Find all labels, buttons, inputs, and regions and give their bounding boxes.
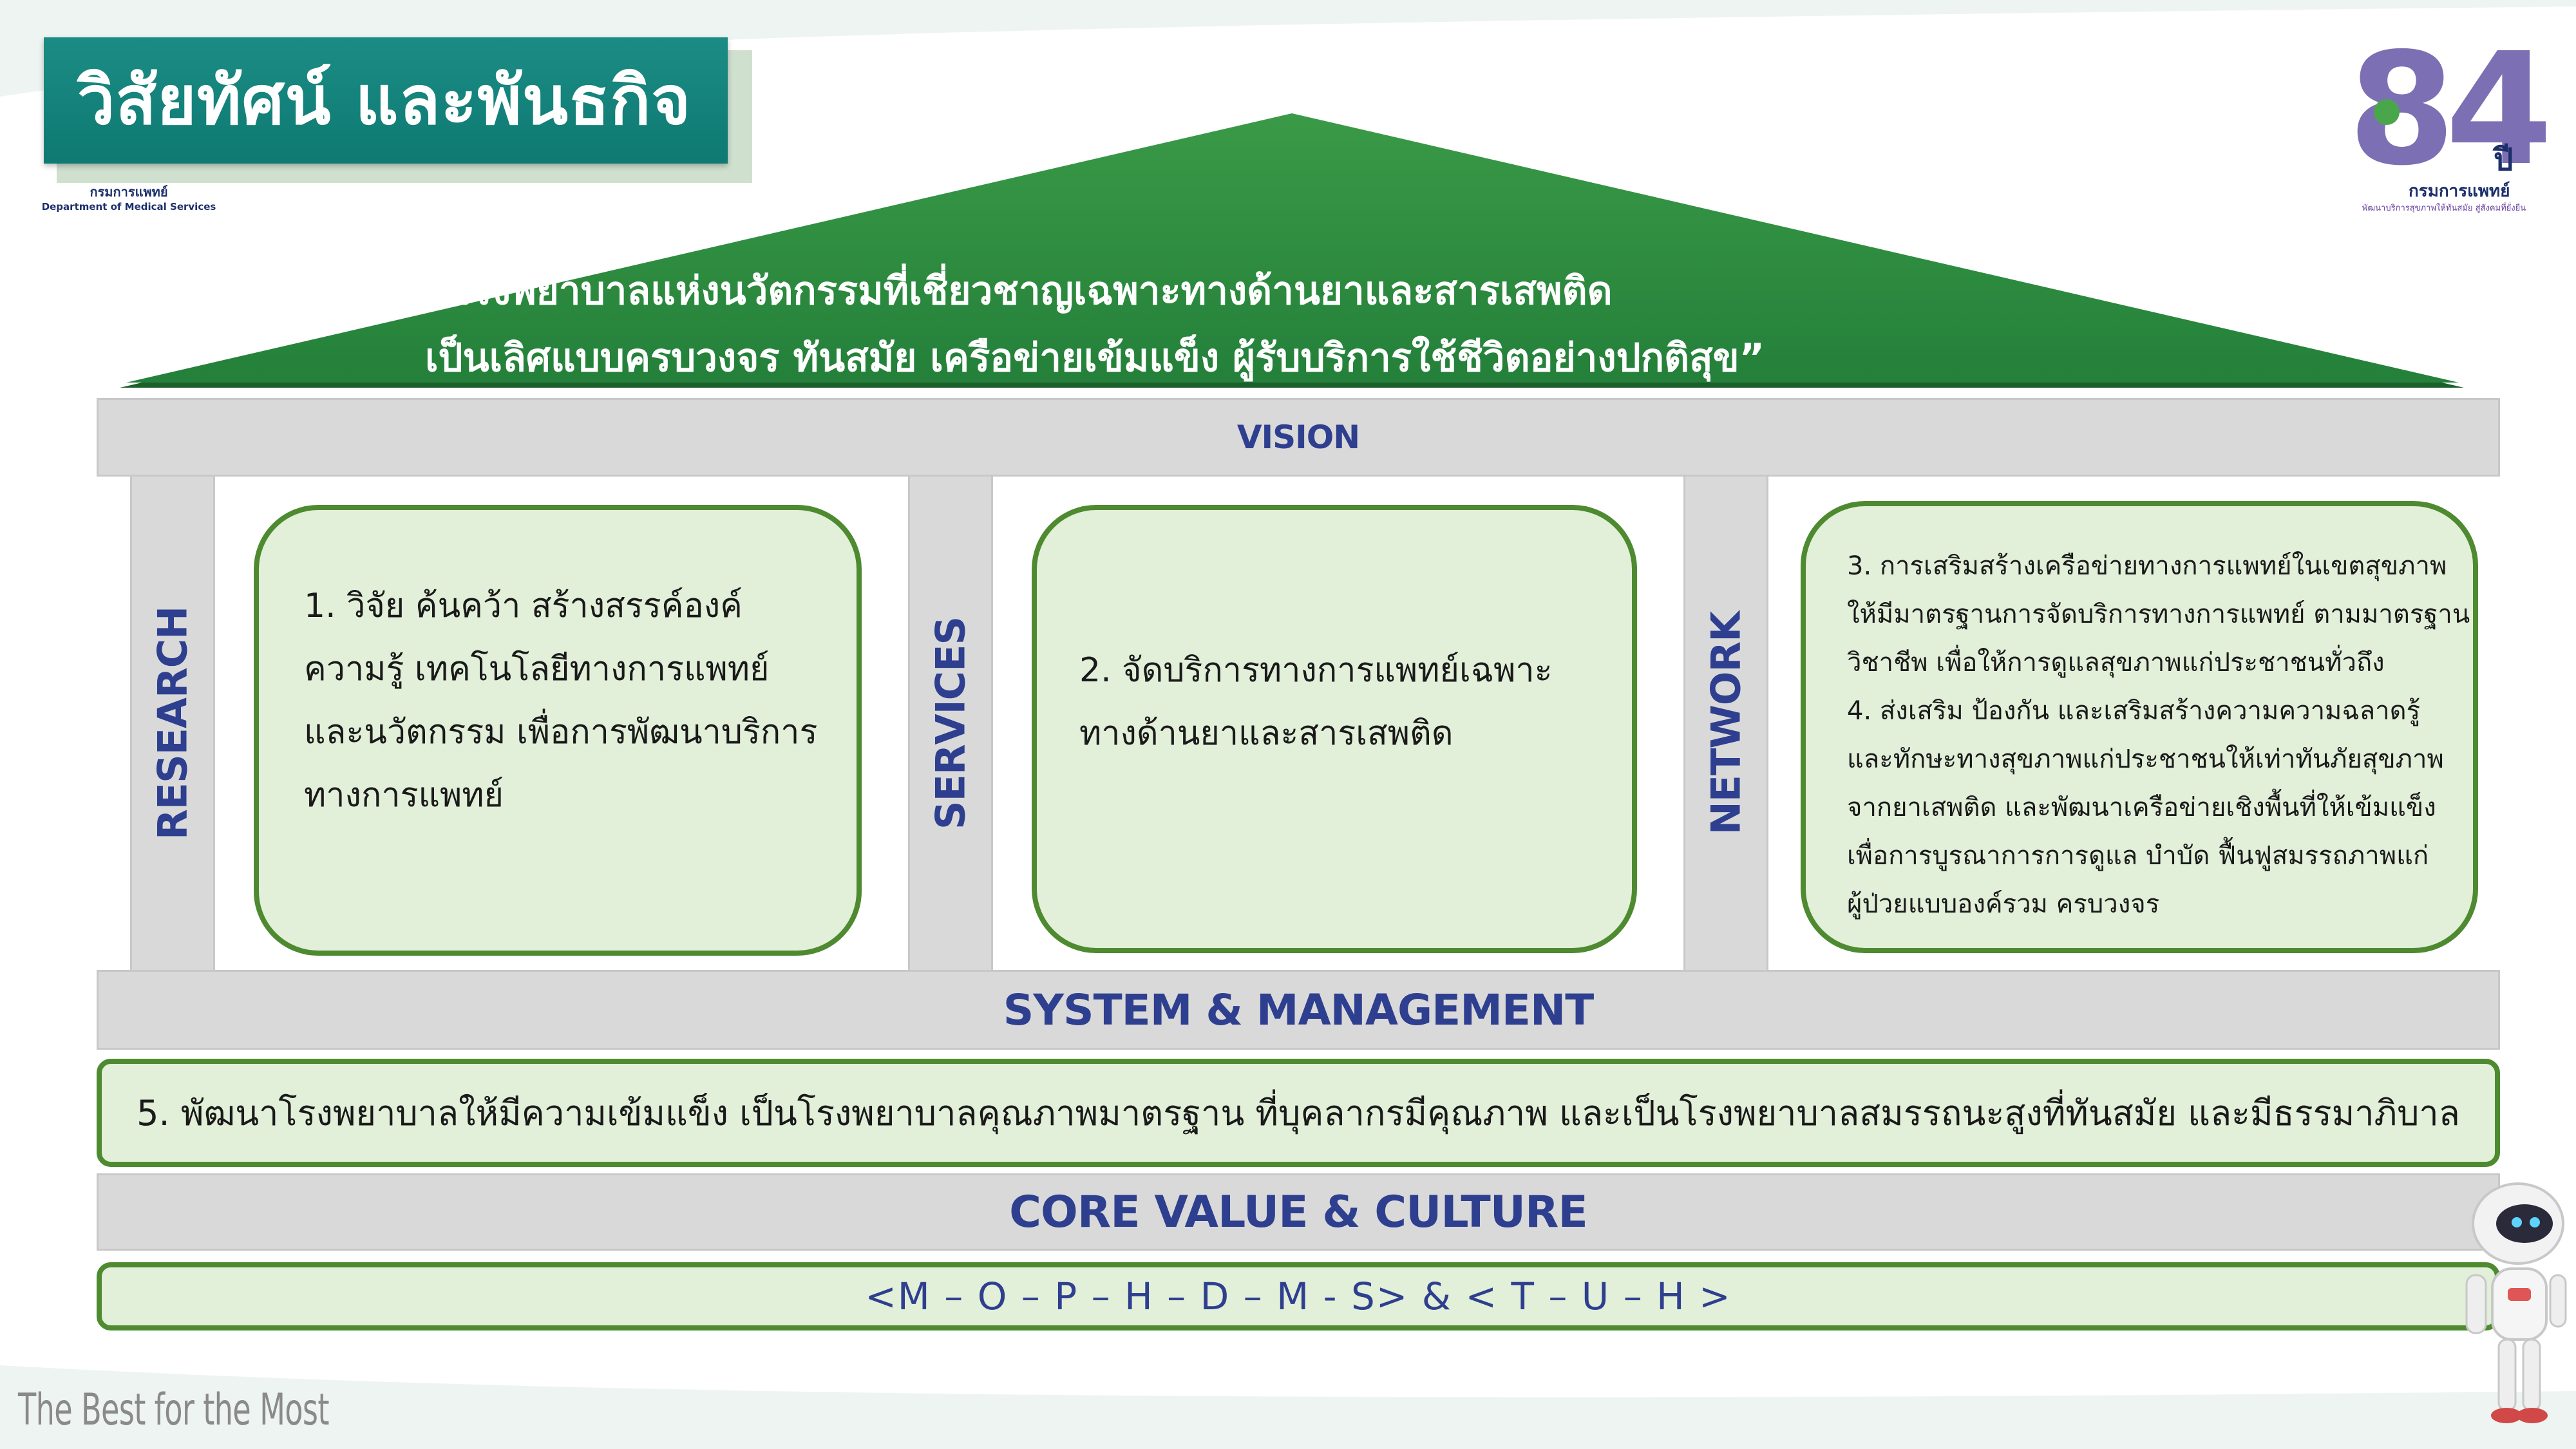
- vision-line-2: เป็นเลิศแบบครบวงจร ทันสมัย เครือข่ายเข้ม…: [425, 336, 1765, 381]
- pillar-label-research: RESEARCH: [149, 606, 196, 840]
- mission-line: ให้มีมาตรฐานการจัดบริการทางการแพทย์ ตามม…: [1847, 600, 2470, 629]
- pillar-network: NETWORK: [1683, 477, 1768, 970]
- vision-bar: VISION: [97, 398, 2500, 477]
- mission-line: ทางการแพทย์: [304, 776, 504, 815]
- pillar-label-services: SERVICES: [927, 616, 974, 830]
- mission-line: 3. การเสริมสร้างเครือข่ายทางการแพทย์ในเข…: [1847, 551, 2447, 581]
- mission-line: ผู้ป่วยแบบองค์รวม ครบวงจร: [1847, 889, 2160, 919]
- mission-line: จากยาเสพติด และพัฒนาเครือข่ายเชิงพื้นที่…: [1847, 793, 2436, 822]
- mission-5-bar: 5. พัฒนาโรงพยาบาลให้มีความเข้มแข็ง เป็นโ…: [97, 1059, 2500, 1167]
- dms-logo-name-th: กรมการแพทย์: [90, 184, 168, 200]
- mission-box-network: 3. การเสริมสร้างเครือข่ายทางการแพทย์ในเข…: [1801, 501, 2478, 953]
- mission-line: และนวัตกรรม เพื่อการพัฒนาบริการ: [304, 713, 818, 752]
- mission-line: ทางด้านยาและสารเสพติด: [1079, 714, 1454, 753]
- pillar-label-network: NETWORK: [1702, 611, 1750, 835]
- dms-logo: กรมการแพทย์ Department of Medical Servic…: [32, 184, 225, 214]
- pillar-services: SERVICES: [908, 477, 993, 970]
- system-management-bar: SYSTEM & MANAGEMENT: [97, 970, 2500, 1050]
- footer-slogan: The Best for the Most: [18, 1385, 329, 1435]
- anniversary-motto: พัฒนาบริการสุขภาพให้ทันสมัย สู่สังคมที่ย…: [2362, 204, 2526, 213]
- title-banner: วิสัยทัศน์ และพันธกิจ: [44, 37, 728, 164]
- vision-statement: “โรงพยาบาลแห่งนวัตกรรมที่เชี่ยวชาญเฉพาะท…: [425, 258, 1765, 392]
- page-title: วิสัยทัศน์ และพันธกิจ: [77, 61, 692, 140]
- mission-line: 2. จัดบริการทางการแพทย์เฉพาะ: [1079, 651, 1553, 690]
- mission-line: วิชาชีพ เพื่อให้การดูแลสุขภาพแก่ประชาชนท…: [1847, 648, 2385, 677]
- logo-emblem-icon: [2374, 99, 2400, 125]
- mission-line: 1. วิจัย ค้นคว้า สร้างสรรค์องค์: [304, 587, 743, 625]
- mission-box-research: 1. วิจัย ค้นคว้า สร้างสรรค์องค์ ความรู้ …: [254, 505, 862, 956]
- anniversary-logo: 84 ปี กรมการแพทย์ พัฒนาบริการสุขภาพให้ทั…: [2338, 32, 2553, 213]
- dms-logo-name-en: Department of Medical Services: [41, 201, 216, 213]
- anniversary-org: กรมการแพทย์: [2409, 182, 2510, 201]
- pillar-research: RESEARCH: [130, 477, 215, 970]
- mission-box-services: 2. จัดบริการทางการแพทย์เฉพาะ ทางด้านยาแล…: [1032, 505, 1637, 953]
- mission-line: เพื่อการบูรณาการการดูแล บำบัด ฟื้นฟูสมรร…: [1847, 841, 2429, 871]
- vision-line-1: “โรงพยาบาลแห่งนวัตกรรมที่เชี่ยวชาญเฉพาะท…: [425, 269, 1613, 314]
- anniversary-year-word: ปี: [2494, 142, 2514, 178]
- mission-line: 4. ส่งเสริม ป้องกัน และเสริมสร้างความควา…: [1847, 696, 2421, 726]
- core-value-bar: CORE VALUE & CULTURE: [97, 1173, 2500, 1251]
- robot-mascot-icon: [2465, 1182, 2567, 1423]
- core-values-bar: <M – O – P – H – D – M - S> & < T – U – …: [97, 1262, 2500, 1331]
- mission-line: และทักษะทางสุขภาพแก่ประชาชนให้เท่าทันภัย…: [1847, 744, 2444, 774]
- mission-line: ความรู้ เทคโนโลยีทางการแพทย์: [304, 650, 770, 688]
